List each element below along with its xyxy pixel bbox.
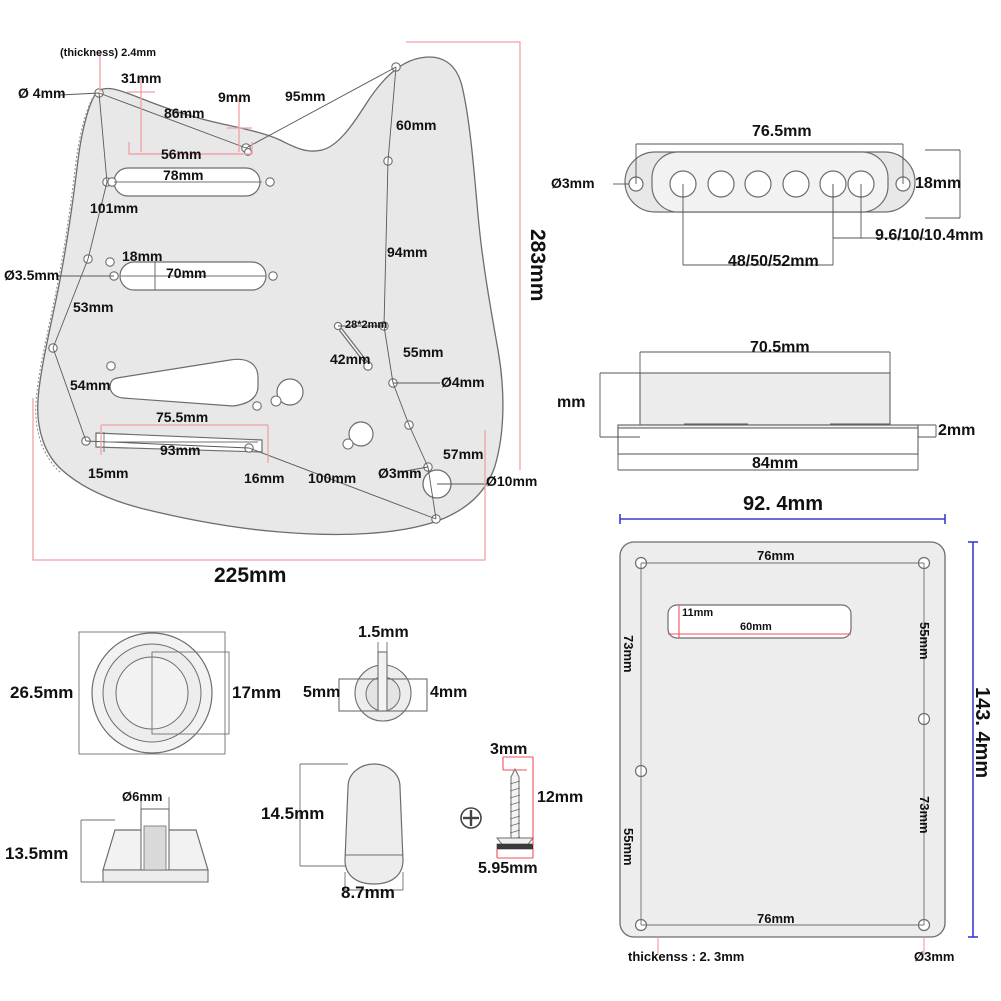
pickguard-53mm-label: 53mm (73, 299, 114, 315)
pickguard-gray-dimensions (103, 181, 266, 452)
pickguard-hole-4mm-right-label: Ø4mm (441, 374, 485, 390)
pickup-height-label: 18mm (915, 175, 962, 192)
pickguard-hole-3p5mm-label: Ø3.5mm (4, 267, 60, 283)
pickup-side-base-thickness-label: 2mm (938, 422, 976, 439)
pickguard-94mm-label: 94mm (387, 244, 428, 260)
pickguard-slot-bridge (109, 358, 259, 407)
back-plate-overall-dimensions (619, 514, 978, 938)
pickguard-16mm-label: 16mm (244, 470, 285, 486)
knob-top-diameter-label: 26.5mm (10, 683, 74, 702)
pickup-side-dimension-lines (599, 351, 937, 471)
pickguard-thickness-label: (thickness) 2.4mm (60, 47, 156, 59)
pickup-pole-total-spacing-label: 48/50/52mm (728, 253, 819, 270)
pickguard-70mm-label: 70mm (166, 265, 207, 281)
switch-tip-height-label: 14.5mm (261, 804, 325, 823)
screw-body (495, 767, 535, 850)
pickguard-height-dimension (406, 41, 521, 470)
pickup-side-body (617, 372, 919, 455)
back-plate-thickness-label: thickenss : 2. 3mm (628, 949, 745, 964)
back-plate-screw-hole-label: Ø3mm (914, 949, 955, 964)
back-plate-overall-width-label: 92. 4mm (743, 493, 824, 515)
pickguard-60mm-label: 60mm (396, 117, 437, 133)
pickguard-42mm-label: 42mm (330, 351, 371, 367)
back-plate-body (619, 541, 946, 938)
screw-phillips-icon (460, 807, 482, 829)
pickguard-knob-hole-1 (276, 378, 304, 406)
switch-nut-left-label: 5mm (303, 684, 341, 701)
back-plate-slot-dimension-lines (668, 605, 851, 638)
screw-head-top-label: 3mm (490, 741, 528, 758)
pickguard-100mm-label: 100mm (308, 470, 357, 486)
pickguard-9mm-label: 9mm (218, 89, 251, 105)
back-plate-callout-lines (657, 937, 925, 955)
pickguard-slot-switch (95, 432, 263, 453)
screw-length-label: 12mm (537, 789, 584, 806)
knob-side-body (102, 808, 209, 883)
switch-nut-slot-width-label: 1.5mm (358, 624, 409, 641)
pickguard-101mm-label: 101mm (90, 200, 139, 216)
back-plate-dimension-lines (640, 562, 925, 926)
knob-side-dimension-lines (80, 797, 170, 883)
switch-tip-width-label: 8.7mm (341, 883, 395, 902)
back-plate-slot-height-label: 11mm (682, 607, 714, 619)
pickguard-red-dimensions (32, 50, 486, 561)
pickguard-55mm-label: 55mm (403, 344, 444, 360)
pickguard-18mm-label: 18mm (122, 248, 163, 264)
knob-side-height-label: 13.5mm (5, 844, 69, 863)
switch-nut-right-label: 4mm (430, 684, 468, 701)
screw-head-diameter-label: 5.95mm (478, 860, 538, 877)
pickup-length-label: 76.5mm (752, 123, 812, 140)
pickup-top-dimension-lines (613, 143, 961, 266)
pickguard-total-width-label: 225mm (214, 564, 287, 587)
knob-shaft-hole-label: Ø6mm (122, 789, 163, 804)
back-plate-top-screw-span-label: 76mm (757, 548, 795, 563)
back-plate-string-slot (667, 604, 852, 639)
pickguard-hole-3mm-label: Ø3mm (378, 465, 422, 481)
pickguard-small-hole-a (270, 395, 282, 407)
knob-top-dimension-lines (78, 631, 230, 755)
knob-top-inner-label: 17mm (232, 683, 282, 702)
screw-dimension-lines (496, 756, 534, 859)
switch-nut-dimension-lines (377, 642, 388, 652)
pickguard-slot-28x2-label: 28*2mm (345, 319, 388, 331)
pickguard-57mm-label: 57mm (443, 446, 484, 462)
pickup-side-top-width-label: 70.5mm (750, 339, 810, 356)
back-plate-slot-width-label: 60mm (740, 621, 772, 633)
switch-nut-body (338, 651, 428, 722)
pickguard-leader-lines (52, 66, 490, 520)
pickguard-small-hole-b (342, 438, 354, 450)
pickguard-hole-4mm-label: Ø 4mm (18, 85, 66, 101)
pickguard-56mm-label: 56mm (161, 146, 202, 162)
back-plate-bottom-screw-span-label: 76mm (757, 911, 795, 926)
pickup-side-base-width-label: 84mm (752, 455, 799, 472)
switch-tip-dimension-lines (299, 763, 404, 891)
pickup-pole-edge-spacing-label: 9.6/10/10.4mm (875, 227, 984, 244)
pickguard-54mm-label: 54mm (70, 377, 111, 393)
pickguard-95mm-label: 95mm (285, 88, 326, 104)
pickguard-15mm-label: 15mm (88, 465, 129, 481)
pickguard-hole-10mm-label: Ø10mm (486, 473, 538, 489)
pickguard-31mm-label: 31mm (121, 70, 162, 86)
pickguard-78mm-label: 78mm (163, 167, 204, 183)
pickguard-75p5mm-label: 75.5mm (156, 409, 209, 425)
switch-tip-body (344, 763, 404, 885)
pickguard-93mm-label: 93mm (160, 442, 201, 458)
pickup-mount-hole-label: Ø3mm (551, 175, 595, 191)
pickup-side-left-height-label: mm (557, 394, 586, 411)
pickguard-86mm-label: 86mm (164, 105, 205, 121)
pickguard-knob-hole-2 (348, 421, 374, 447)
